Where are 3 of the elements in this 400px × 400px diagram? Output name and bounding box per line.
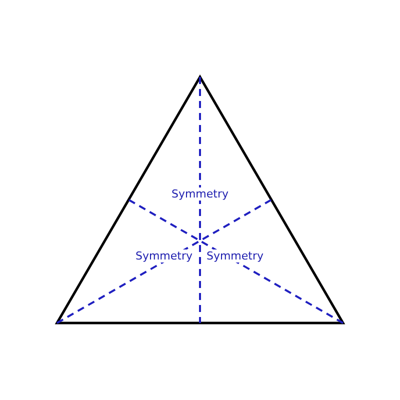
axis-label: Symmetry bbox=[206, 250, 264, 262]
axis-label: Symmetry bbox=[171, 188, 229, 200]
axis-label: Symmetry bbox=[135, 250, 193, 262]
